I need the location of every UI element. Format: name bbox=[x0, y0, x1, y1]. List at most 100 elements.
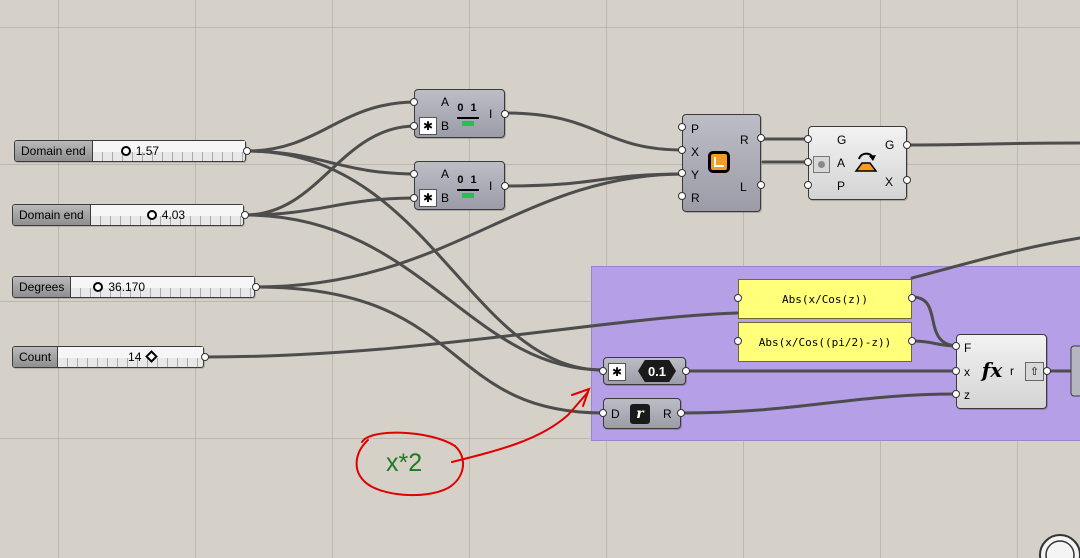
slider-knob-icon[interactable] bbox=[120, 145, 131, 156]
wire bbox=[245, 149, 605, 372]
input-z-label: z bbox=[964, 388, 970, 402]
expression-panel-1[interactable]: Abs(x/Cos(z)) bbox=[738, 279, 912, 319]
radians-component[interactable]: D R r bbox=[603, 398, 681, 429]
slider-knob-icon[interactable] bbox=[93, 281, 104, 292]
slider-value: 4.03 bbox=[161, 208, 186, 222]
input-port[interactable] bbox=[952, 342, 960, 350]
gate-icon: 0 1 bbox=[455, 170, 481, 202]
number-component[interactable]: ✱ 0.1 bbox=[603, 357, 686, 385]
input-port[interactable] bbox=[678, 192, 686, 200]
input-port[interactable] bbox=[734, 294, 742, 302]
input-port[interactable] bbox=[410, 170, 418, 178]
output-port[interactable] bbox=[501, 182, 509, 190]
slider-domain-end-2[interactable]: Domain end 4.03 bbox=[12, 204, 244, 226]
input-port[interactable] bbox=[952, 390, 960, 398]
output-l-label: L bbox=[740, 180, 747, 194]
input-port[interactable] bbox=[678, 123, 686, 131]
input-port[interactable] bbox=[734, 337, 742, 345]
radio-toggle-icon[interactable] bbox=[813, 156, 830, 173]
output-port[interactable] bbox=[1043, 367, 1051, 375]
slider-knob-icon[interactable] bbox=[145, 350, 159, 364]
slider-track[interactable]: 14 bbox=[58, 347, 203, 367]
wire bbox=[203, 311, 739, 359]
slider-track[interactable]: 4.03 bbox=[90, 205, 244, 225]
output-port[interactable] bbox=[677, 409, 685, 417]
slider-value: 1.57 bbox=[135, 144, 160, 158]
output-port[interactable] bbox=[757, 134, 765, 142]
input-port[interactable] bbox=[410, 194, 418, 202]
output-port[interactable] bbox=[682, 367, 690, 375]
slider-value: 14 bbox=[128, 350, 142, 364]
output-port[interactable] bbox=[201, 353, 209, 361]
wire bbox=[905, 141, 1080, 147]
slider-label: Domain end bbox=[15, 141, 93, 161]
slider-degrees[interactable]: Degrees 36.170 bbox=[12, 276, 255, 298]
gate-component-2[interactable]: A B I ✱ 0 1 bbox=[414, 161, 505, 210]
wire bbox=[910, 236, 1080, 280]
input-b-label: B bbox=[441, 191, 450, 205]
slider-count[interactable]: Count 14 bbox=[12, 346, 204, 368]
wire bbox=[243, 213, 605, 372]
input-a-label: A bbox=[441, 167, 450, 181]
asterisk-icon[interactable]: ✱ bbox=[419, 189, 437, 207]
output-g-label: G bbox=[885, 138, 895, 152]
annotation-text: x*2 bbox=[386, 449, 423, 477]
input-x-label: x bbox=[964, 365, 970, 379]
upload-arrow-icon[interactable]: ⇧ bbox=[1025, 362, 1044, 381]
radians-icon: r bbox=[630, 404, 650, 424]
slider-knob-icon[interactable] bbox=[146, 209, 157, 220]
output-port[interactable] bbox=[908, 294, 916, 302]
input-port[interactable] bbox=[599, 367, 607, 375]
output-port[interactable] bbox=[757, 181, 765, 189]
input-port[interactable] bbox=[678, 169, 686, 177]
slider-label: Degrees bbox=[13, 277, 72, 297]
rotate-component[interactable]: G A P G X bbox=[808, 126, 907, 200]
output-port[interactable] bbox=[903, 176, 911, 184]
wire bbox=[245, 100, 418, 153]
input-port[interactable] bbox=[410, 98, 418, 106]
slider-label: Count bbox=[13, 347, 59, 367]
input-r-label: R bbox=[691, 191, 700, 205]
gate-component-1[interactable]: A B I ✱ 0 1 bbox=[414, 89, 505, 138]
output-port[interactable] bbox=[501, 110, 509, 118]
input-b-label: B bbox=[441, 119, 450, 133]
rectangle-component[interactable]: P X Y R R L bbox=[682, 114, 761, 212]
output-port[interactable] bbox=[903, 141, 911, 149]
asterisk-icon[interactable]: ✱ bbox=[419, 117, 437, 135]
input-port[interactable] bbox=[952, 367, 960, 375]
output-r-label: R bbox=[663, 407, 672, 421]
output-port[interactable] bbox=[243, 147, 251, 155]
output-r-label: r bbox=[1010, 364, 1014, 378]
input-port[interactable] bbox=[804, 181, 812, 189]
wire bbox=[503, 111, 686, 152]
expression-panel-2[interactable]: Abs(x/Cos((pi/2)-z)) bbox=[738, 322, 912, 362]
evaluate-expression-component[interactable]: F x z r fx ⇧ bbox=[956, 334, 1047, 409]
input-port[interactable] bbox=[804, 135, 812, 143]
slider-track[interactable]: 36.170 bbox=[71, 277, 254, 297]
input-a-label: A bbox=[441, 95, 450, 109]
wire bbox=[254, 285, 605, 415]
input-d-label: D bbox=[611, 407, 620, 421]
input-y-label: Y bbox=[691, 168, 700, 182]
wire bbox=[243, 124, 418, 217]
panel-text: Abs(x/Cos(z)) bbox=[781, 292, 869, 306]
input-port[interactable] bbox=[599, 409, 607, 417]
input-port[interactable] bbox=[804, 158, 812, 166]
output-r-label: R bbox=[740, 133, 749, 147]
input-port[interactable] bbox=[678, 146, 686, 154]
function-fx-icon: fx bbox=[981, 358, 1003, 382]
output-port[interactable] bbox=[908, 337, 916, 345]
output-port[interactable] bbox=[241, 211, 249, 219]
slider-track[interactable]: 1.57 bbox=[92, 141, 246, 161]
asterisk-icon[interactable]: ✱ bbox=[608, 363, 626, 381]
input-p-label: P bbox=[691, 122, 700, 136]
wire bbox=[679, 392, 960, 415]
input-port[interactable] bbox=[410, 122, 418, 130]
slider-domain-end-1[interactable]: Domain end 1.57 bbox=[14, 140, 246, 162]
output-i-label: I bbox=[489, 179, 493, 193]
gate-icon: 0 1 bbox=[455, 98, 481, 130]
output-port[interactable] bbox=[252, 283, 260, 291]
wire bbox=[243, 196, 418, 217]
input-p-label: P bbox=[837, 179, 846, 193]
